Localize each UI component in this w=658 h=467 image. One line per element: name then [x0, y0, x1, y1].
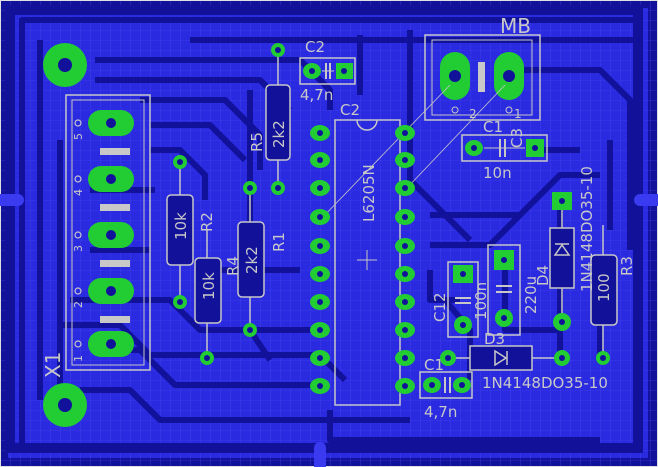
resistor-r1 [237, 181, 265, 337]
capacitor-c2-top [299, 57, 356, 85]
label-mb-pin2: 2 [469, 107, 477, 121]
x1-connector [65, 94, 151, 371]
label-c1-bottom-value: 4,7n [424, 403, 457, 421]
label-r5: R5 [248, 132, 266, 152]
label-r3-value: 100 [595, 273, 613, 302]
label-c1-top: C1 [483, 118, 503, 136]
label-220u: 220u [522, 276, 540, 314]
capacitor-c3 [461, 134, 548, 162]
label-c2-ic: C2 [340, 101, 360, 119]
capacitor-220u [487, 244, 521, 336]
capacitor-c12 [447, 261, 479, 338]
label-ic: L6205N [360, 164, 378, 222]
label-r1-value: 2k2 [243, 246, 261, 274]
label-x1-pin2: 2 [72, 301, 85, 308]
label-r3: R3 [618, 256, 636, 276]
ic-l6205n [310, 119, 415, 406]
mounting-holes [43, 43, 87, 427]
label-c1-top-value: 10n [483, 164, 512, 182]
label-mb-pin1: 1 [514, 107, 522, 121]
resistor-r5 [265, 43, 291, 195]
label-r1: R1 [270, 232, 288, 252]
label-x1-pin5: 5 [72, 133, 85, 140]
label-c3: C3 [508, 128, 526, 148]
label-d4: D4 [534, 265, 552, 286]
label-r5-value: 2k2 [270, 120, 288, 148]
capacitor-c1-bottom [419, 371, 473, 399]
label-r4: R4 [224, 256, 242, 276]
label-x1-pin4: 4 [72, 189, 85, 196]
label-x1-pin1: 1 [72, 355, 85, 362]
label-r4-value: 10k [200, 272, 218, 300]
diode-d4 [549, 192, 575, 331]
label-mb: MB [500, 14, 531, 38]
copper-traces [19, 17, 643, 451]
label-c2-top-value: 4,7n [300, 86, 333, 104]
label-c-mid-value: 100n [472, 282, 490, 320]
label-r2: R2 [198, 212, 216, 232]
label-c1-bottom: C1 [424, 356, 444, 374]
mb-connector [319, 34, 541, 221]
resistor-r2 [166, 155, 194, 309]
resistor-r3 [590, 225, 618, 365]
resistor-r4 [194, 230, 222, 365]
label-x1-pin3: 3 [72, 245, 85, 252]
label-d3-value: 1N4148DO35-10 [482, 374, 608, 392]
label-x1: X1 [41, 352, 65, 378]
label-r2-value: 10k [172, 212, 190, 240]
diode-d3 [440, 345, 570, 371]
label-d3: D3 [484, 330, 505, 348]
label-c2-top: C2 [305, 38, 325, 56]
label-diode-top: 1N4148DO35-10 [578, 166, 596, 292]
label-c12: C12 [431, 292, 449, 322]
